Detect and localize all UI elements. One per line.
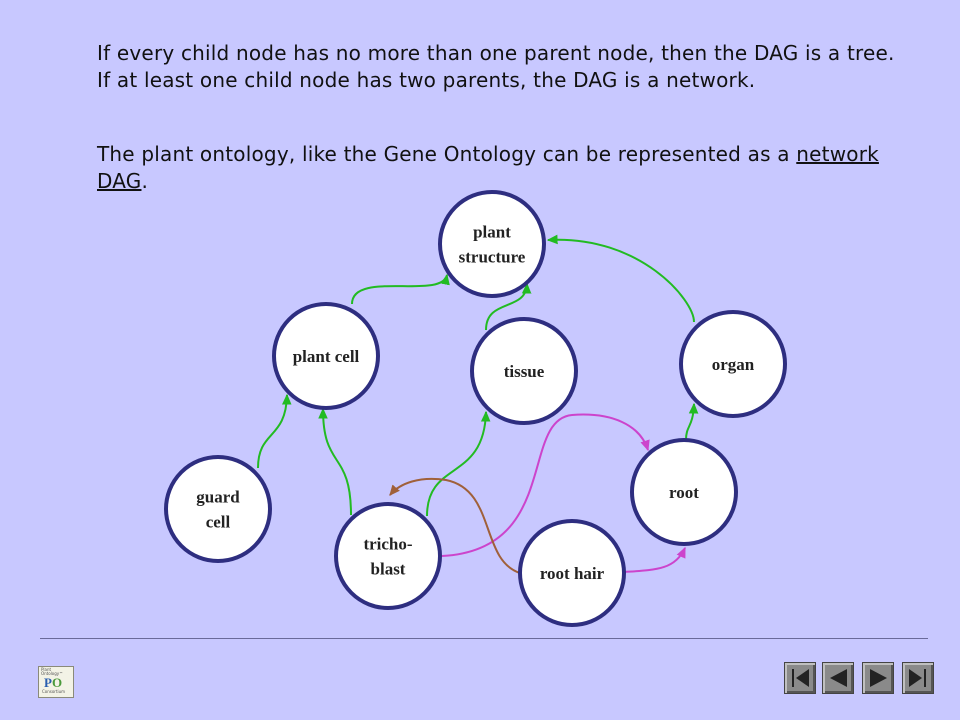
node-label: cell [206, 513, 231, 532]
edge-trichoblast-to-root [441, 413, 650, 557]
node-guard-cell: guard cell [164, 455, 272, 563]
logo-bottom-text: Consortium [42, 689, 66, 694]
node-label: blast [371, 560, 406, 579]
node-circle [518, 519, 626, 627]
next-slide-icon [870, 669, 887, 687]
node-label: root hair [540, 564, 605, 583]
node-circle [630, 438, 738, 546]
node-root: root [630, 438, 738, 546]
previous-slide-icon [830, 669, 847, 687]
node-circle [272, 302, 380, 410]
edge-organ-to-plant-structure [546, 234, 695, 323]
edge-root-to-organ [685, 402, 699, 441]
first-slide-button[interactable] [784, 662, 816, 694]
previous-slide-button[interactable] [822, 662, 854, 694]
paragraph-text: The plant ontology, like the Gene Ontolo… [97, 142, 797, 166]
edge-trichoblast-to-tissue [426, 410, 491, 517]
edges [257, 234, 699, 574]
node-trichoblast: tricho-blast [334, 502, 442, 610]
node-circle [164, 455, 272, 563]
node-circle [334, 502, 442, 610]
node-label: tricho- [363, 535, 412, 554]
node-circle [679, 310, 787, 418]
logo-mark: PO [44, 675, 63, 690]
node-label: tissue [504, 362, 545, 381]
paragraph-tree-vs-network: If every child node has no more than one… [97, 41, 895, 92]
last-slide-icon [909, 669, 926, 687]
nodes: plant structure plant cell tissue organ root g… [164, 190, 787, 627]
paragraph-period: . [141, 169, 149, 193]
paragraph-plant-ontology: The plant ontology, like the Gene Ontolo… [97, 141, 897, 195]
logo-top-text: Plant Ontology™ [41, 667, 64, 676]
footer-divider [40, 638, 928, 639]
network-dag-link[interactable]: network DAG [97, 142, 879, 193]
last-slide-button[interactable] [902, 662, 934, 694]
node-label: guard [196, 488, 240, 507]
edge-root-hair-to-root [623, 546, 686, 573]
node-plant-cell: plant cell [272, 302, 380, 410]
node-label: organ [712, 355, 755, 374]
node-circle [470, 317, 578, 425]
first-slide-icon [792, 669, 809, 687]
node-label: plant [473, 223, 511, 242]
node-tissue: tissue [470, 317, 578, 425]
node-circle [438, 190, 546, 298]
node-label: plant cell [293, 347, 360, 366]
edge-root-hair-to-trichoblast [389, 477, 521, 574]
node-root-hair: root hair [518, 519, 626, 627]
edge-trichoblast-to-plant-cell [318, 407, 352, 516]
edge-plant-cell-to-plant-structure [351, 273, 450, 305]
node-organ: organ [679, 310, 787, 418]
next-slide-button[interactable] [862, 662, 894, 694]
node-label: root [669, 483, 699, 502]
node-label: structure [459, 248, 526, 267]
edge-guard-cell-to-plant-cell [257, 393, 292, 469]
edge-tissue-to-plant-structure [485, 282, 532, 331]
node-plant-structure: plant structure [438, 190, 546, 298]
plant-ontology-logo: Plant Ontology™ PO Consortium [38, 666, 74, 698]
